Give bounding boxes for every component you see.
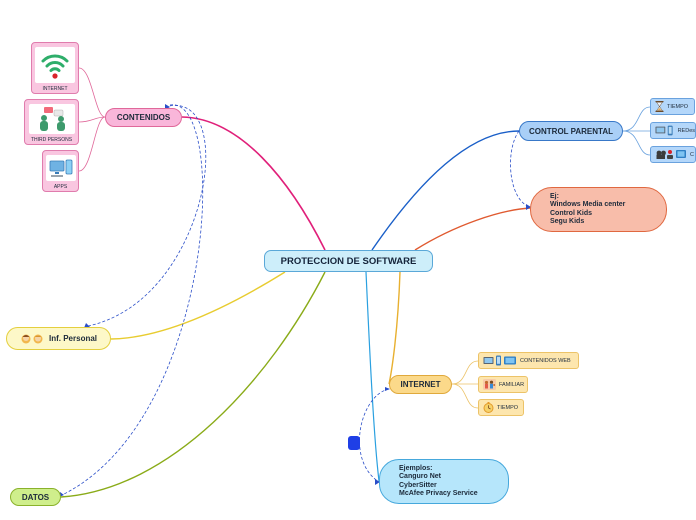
connector-datos <box>60 271 326 498</box>
family-icon <box>483 379 496 390</box>
control-child-media[interactable]: C <box>650 146 696 163</box>
node-label-line: Ej: <box>550 192 559 200</box>
node-control-example[interactable]: Ej: Windows Media center Control Kids Se… <box>530 187 667 232</box>
image-card-third-persons[interactable]: THIRD PERSONS <box>24 99 79 145</box>
stopwatch-icon <box>483 402 494 413</box>
internet-child-contenidos-web[interactable]: CONTENIDOS WEB <box>478 352 579 369</box>
node-label: Inf. Personal <box>49 334 98 343</box>
node-ejemplos[interactable]: Ejemplos: Canguro Net CyberSitter McAfee… <box>379 459 509 504</box>
image-card-apps[interactable]: APPS <box>42 150 79 192</box>
internet-child-tiempo[interactable]: TIEMPO <box>478 399 524 416</box>
node-label-line: McAfee Privacy Service <box>399 490 478 497</box>
media-icon <box>656 150 686 159</box>
node-label-line: Ejemplos: <box>399 464 433 472</box>
control-child-redes[interactable]: REDes <box>650 122 696 139</box>
internet-child-familiar[interactable]: FAMILIAR <box>478 376 528 393</box>
image-card-internet[interactable]: INTERNET <box>31 42 79 94</box>
image-card-caption: APPS <box>53 184 68 190</box>
image-card-caption: THIRD PERSONS <box>30 137 73 143</box>
node-label-line: Canguro Net <box>399 473 441 480</box>
node-label: REDes <box>677 127 695 134</box>
node-inf-personal[interactable]: Inf. Personal <box>6 327 111 350</box>
control-child-tiempo[interactable]: TIEMPO <box>650 98 695 115</box>
connector-ejemplos <box>365 271 380 482</box>
people-chat-icon <box>39 107 65 131</box>
hourglass-icon <box>655 101 664 112</box>
computer-icon <box>655 125 673 136</box>
central-topic[interactable]: PROTECCION DE SOFTWARE <box>264 250 433 272</box>
node-label: CONTENIDOS WEB <box>520 357 571 364</box>
image-card-caption: INTERNET <box>42 86 68 92</box>
node-contenidos[interactable]: CONTENIDOS <box>105 108 182 127</box>
node-label: FAMILIAR <box>499 381 525 388</box>
node-label: TIEMPO <box>667 103 689 110</box>
connector-internet <box>388 271 401 385</box>
node-label-line: Windows Media center <box>550 201 626 208</box>
devices-icon <box>483 355 516 366</box>
node-label-line: Control Kids <box>550 209 592 217</box>
node-label-line: Segu Kids <box>550 218 585 225</box>
wifi-icon <box>41 54 69 79</box>
node-datos[interactable]: DATOS <box>10 488 61 506</box>
node-label-line: CyberSitter <box>399 481 437 489</box>
node-internet[interactable]: INTERNET <box>389 375 452 394</box>
node-label: TIEMPO <box>497 404 519 411</box>
connector-contenidos <box>181 116 326 251</box>
connector-control-example <box>414 207 531 251</box>
relationship-marker[interactable] <box>348 436 360 450</box>
connector-inf-personal <box>110 271 286 340</box>
devices-icon <box>49 159 72 177</box>
person-icon <box>21 334 43 343</box>
node-label: C <box>690 151 694 158</box>
node-control-parental[interactable]: CONTROL PARENTAL <box>519 121 623 141</box>
connector-control-parental <box>371 130 520 251</box>
